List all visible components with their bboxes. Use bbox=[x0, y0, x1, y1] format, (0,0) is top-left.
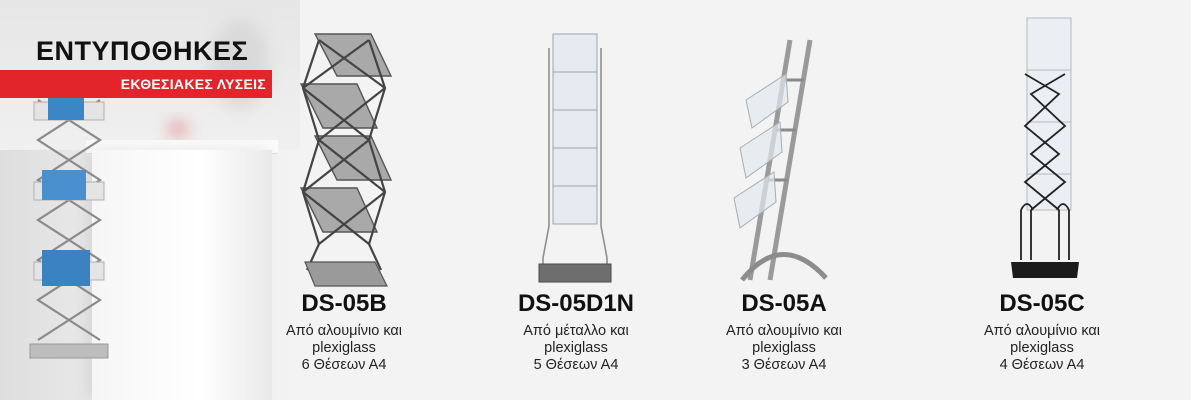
product-name-ds-05b: DS-05B bbox=[301, 290, 387, 317]
product-capacity: 4 Θέσεων Α4 bbox=[999, 357, 1085, 373]
lifestyle-brochure-stand-image bbox=[29, 94, 109, 359]
product-material-line2: plexiglass bbox=[1010, 340, 1074, 356]
product-desc-ds-05d1n: Από μέταλλο και plexiglass 5 Θέσεων Α4 bbox=[456, 323, 696, 374]
product-desc-ds-05b: Από αλουμίνιο και plexiglass 6 Θέσεων Α4 bbox=[224, 323, 464, 374]
product-desc-ds-05c: Από αλουμίνιο και plexiglass 4 Θέσεων Α4 bbox=[922, 323, 1162, 374]
product-material-line1: Από αλουμίνιο και bbox=[726, 323, 842, 339]
product-material-line1: Από μέταλλο και bbox=[523, 323, 629, 339]
page-subtitle: ΕΚΘΕΣΙΑΚΕΣ ΛΥΣΕΙΣ bbox=[120, 76, 266, 92]
product-capacity: 3 Θέσεων Α4 bbox=[741, 357, 827, 373]
product-capacity: 5 Θέσεων Α4 bbox=[533, 357, 619, 373]
product-material-line2: plexiglass bbox=[544, 340, 608, 356]
product-image-ds-05b bbox=[299, 33, 393, 287]
product-material-line1: Από αλουμίνιο και bbox=[286, 323, 402, 339]
subtitle-banner: ΕΚΘΕΣΙΑΚΕΣ ΛΥΣΕΙΣ bbox=[0, 70, 272, 98]
header-block: ΕΝΤΥΠΟΘΗΚΕΣ ΕΚΘΕΣΙΑΚΕΣ ΛΥΣΕΙΣ bbox=[0, 36, 272, 98]
product-material-line1: Από αλουμίνιο και bbox=[984, 323, 1100, 339]
product-material-line2: plexiglass bbox=[312, 340, 376, 356]
product-name-ds-05c: DS-05C bbox=[999, 290, 1085, 317]
background-blur-red bbox=[168, 124, 188, 134]
product-capacity: 6 Θέσεων Α4 bbox=[301, 357, 387, 373]
product-material-line2: plexiglass bbox=[752, 340, 816, 356]
page-title: ΕΝΤΥΠΟΘΗΚΕΣ bbox=[36, 36, 249, 66]
product-desc-ds-05a: Από αλουμίνιο και plexiglass 3 Θέσεων Α4 bbox=[664, 323, 904, 374]
display-counter bbox=[92, 150, 272, 400]
product-image-ds-05c bbox=[1011, 17, 1079, 278]
product-name-ds-05a: DS-05A bbox=[741, 290, 827, 317]
product-image-ds-05a bbox=[733, 39, 828, 282]
product-image-ds-05d1n bbox=[538, 33, 612, 283]
product-name-ds-05d1n: DS-05D1N bbox=[517, 290, 635, 317]
